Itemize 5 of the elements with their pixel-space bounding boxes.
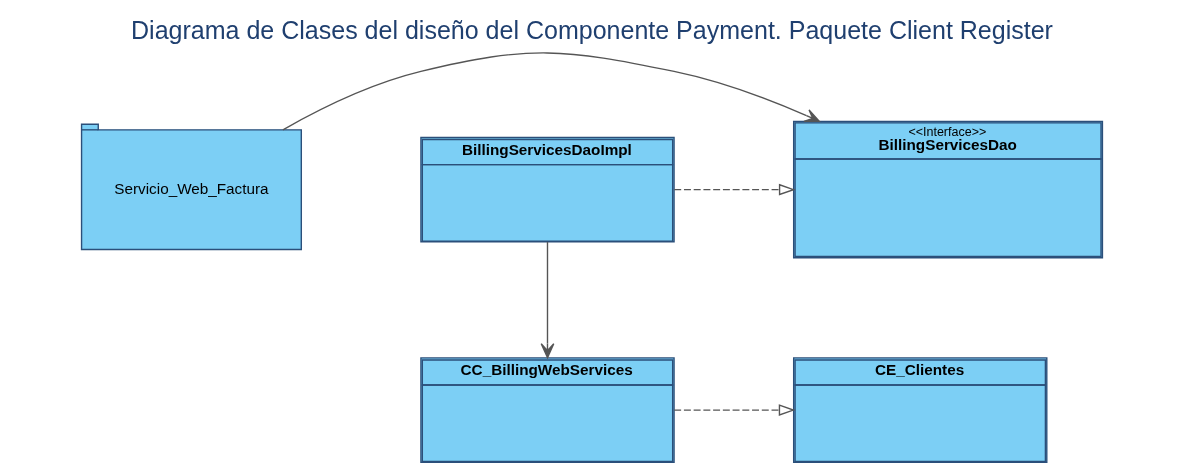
arrow [540,241,555,359]
arrow [282,52,820,131]
arrow [673,404,796,416]
arrow [673,183,796,196]
diagram-title: Diagrama de Clases del diseño del Componente Payment. Paquete Client Register [131,16,1053,45]
